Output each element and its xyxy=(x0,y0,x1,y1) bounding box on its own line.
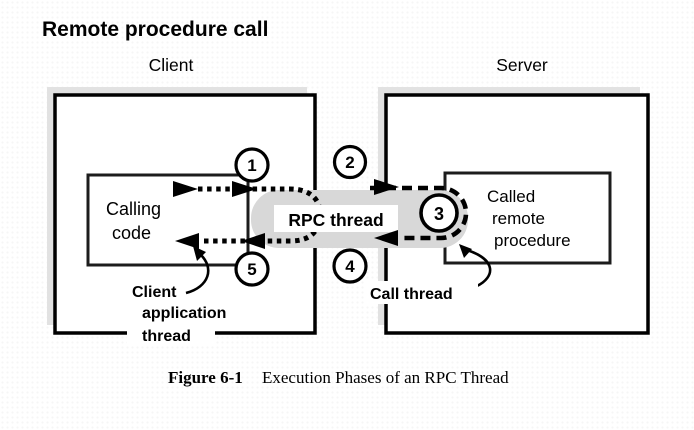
phase-number-4: 4 xyxy=(345,257,355,276)
arrow-right-icon xyxy=(232,181,257,197)
client-thread-label-halo xyxy=(127,324,215,346)
phase-number-5: 5 xyxy=(247,260,256,279)
phase-circle-3 xyxy=(419,193,459,233)
client-thread-label-line2: application xyxy=(142,305,226,322)
call-thread-label: Call thread xyxy=(370,286,453,303)
calling-code-line2: code xyxy=(112,223,151,243)
rpc-thread-label: RPC thread xyxy=(288,210,383,230)
called-procedure-line3: procedure xyxy=(494,231,571,250)
called-procedure-box xyxy=(443,171,612,265)
curved-pointer-arrowhead-icon xyxy=(459,244,472,258)
calling-code-line1: Calling xyxy=(106,199,161,219)
client-header: Client xyxy=(149,55,194,75)
phase-circle-4 xyxy=(332,248,368,284)
arrow-left-icon xyxy=(241,233,265,249)
arrow-right-icon xyxy=(374,179,399,195)
call-thread-pointer-curve xyxy=(466,248,492,288)
phase-circle-2 xyxy=(332,144,368,180)
caption-figure-title: Execution Phases of an RPC Thread xyxy=(262,368,509,387)
arrow-right-icon xyxy=(173,181,198,197)
call-thread-label-halo xyxy=(364,281,478,304)
caption-figure-label: Figure 6-1 xyxy=(168,368,243,387)
phase-number-2: 2 xyxy=(345,153,354,172)
arrow-left-icon xyxy=(374,230,398,246)
phase-number-1: 1 xyxy=(247,156,256,175)
calling-code-box xyxy=(86,173,250,267)
client-thread-label-line3: thread xyxy=(142,328,191,345)
rpc-thread-label-plate xyxy=(274,205,398,232)
client-thread-pointer-curve xyxy=(185,253,210,295)
page-title: Remote procedure call xyxy=(42,18,268,41)
server-header: Server xyxy=(496,55,548,75)
phase-number-3: 3 xyxy=(434,204,444,224)
called-procedure-line1: Called xyxy=(487,187,535,206)
curved-pointer-arrowhead-icon xyxy=(193,246,206,261)
called-procedure-line2: remote xyxy=(492,209,545,228)
arrow-left-icon xyxy=(175,233,199,249)
phase-circle-1 xyxy=(234,147,270,183)
client-thread-label-line1: Client xyxy=(132,284,177,301)
phase-circle-5 xyxy=(234,251,270,287)
